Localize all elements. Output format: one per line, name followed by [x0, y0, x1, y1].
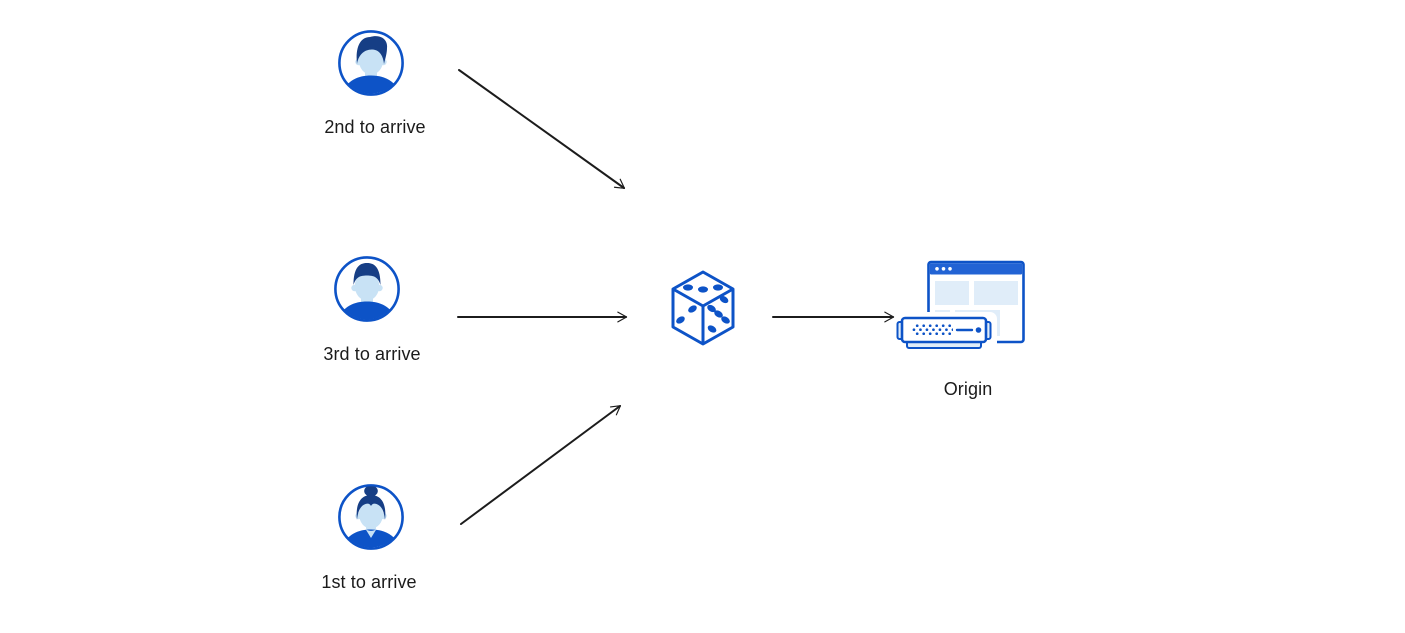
arrow-user-top-to-dice [458, 69, 626, 189]
arrow-user-bottom-to-dice [460, 405, 622, 525]
dice-icon [671, 270, 735, 346]
user-female-avatar-icon [338, 484, 404, 550]
user-bottom-label: 1st to arrive [321, 572, 417, 592]
user-top-label: 2nd to arrive [324, 117, 426, 137]
user-male-avatar-icon [338, 30, 404, 96]
user-middle-label: 3rd to arrive [323, 344, 421, 364]
user-male-avatar-icon [334, 256, 400, 322]
origin-label: Origin [943, 379, 993, 399]
origin-server-icon [896, 260, 1025, 354]
server-icon [896, 312, 997, 354]
